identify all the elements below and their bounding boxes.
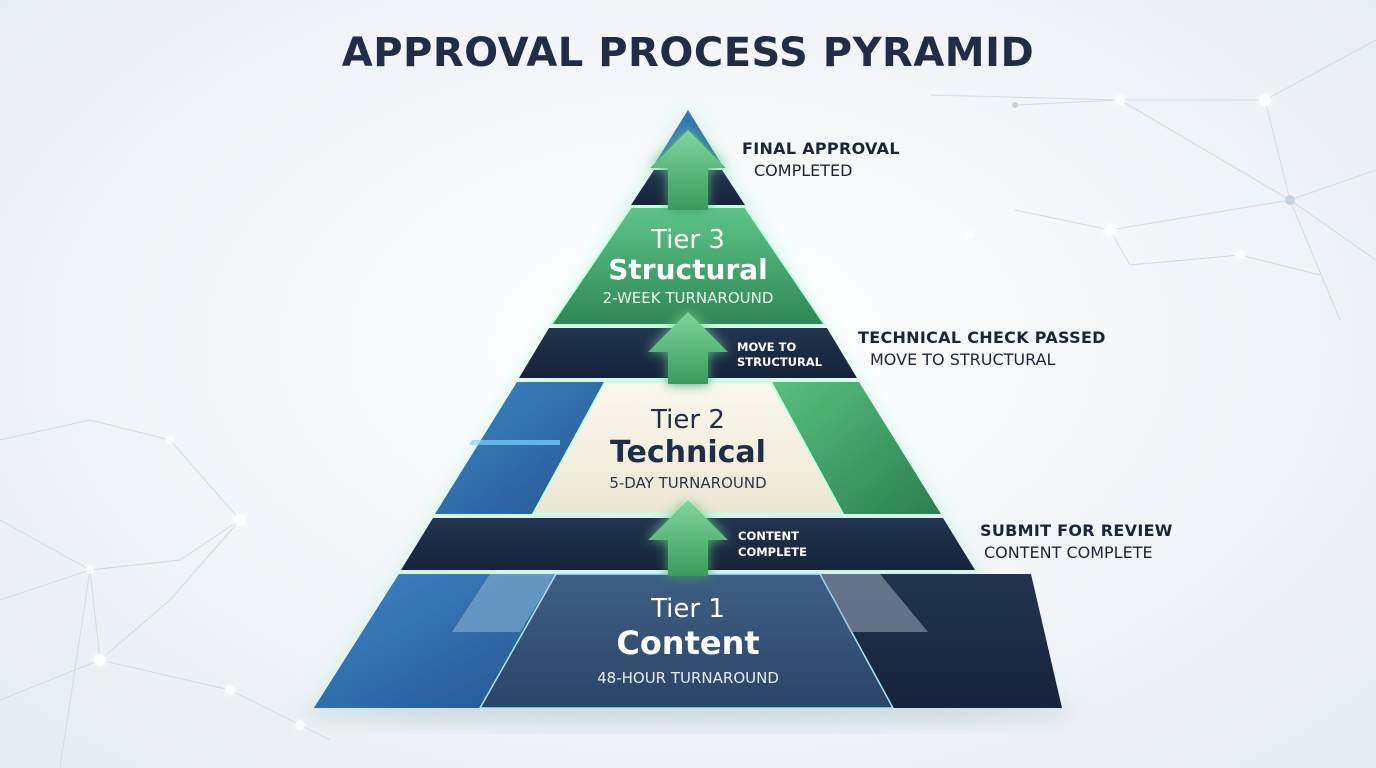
band-label-line: CONTENT <box>738 529 799 543</box>
tier-3-number: Tier 3 <box>650 225 725 255</box>
tier-1-name: Content <box>616 624 759 662</box>
side-label-technical-check: TECHNICAL CHECK PASSED MOVE TO STRUCTURA… <box>858 328 1106 369</box>
arrow-up-icon <box>650 130 726 210</box>
side-label-final-approval: FINAL APPROVAL COMPLETED <box>742 139 900 180</box>
tier-2-turnaround: 5-DAY TURNAROUND <box>609 474 766 492</box>
arrow-up-icon <box>648 500 728 576</box>
side-label-submit-review: SUBMIT FOR REVIEW CONTENT COMPLETE <box>980 521 1173 562</box>
tier-2-block <box>435 381 941 515</box>
arrow-up-icon <box>648 312 728 384</box>
tier-3-turnaround: 2-WEEK TURNAROUND <box>603 289 774 307</box>
band-label-line: COMPLETE <box>738 545 807 559</box>
side-label-sub: COMPLETED <box>754 161 853 180</box>
page-title: APPROVAL PROCESS PYRAMID <box>341 30 1035 76</box>
tier-1-block <box>314 573 1062 709</box>
side-label-sub: CONTENT COMPLETE <box>984 543 1153 562</box>
side-label-sub: MOVE TO STRUCTURAL <box>870 350 1056 369</box>
tier-2-number: Tier 2 <box>650 405 725 435</box>
band-label-line: STRUCTURAL <box>737 355 823 369</box>
tier-2-name: Technical <box>610 435 766 470</box>
side-label-heading: SUBMIT FOR REVIEW <box>980 521 1173 540</box>
side-label-heading: FINAL APPROVAL <box>742 139 900 158</box>
tier-1-turnaround: 48-HOUR TURNAROUND <box>597 669 779 687</box>
tier-1-number: Tier 1 <box>650 594 725 624</box>
band-label-line: MOVE TO <box>737 340 797 354</box>
side-label-heading: TECHNICAL CHECK PASSED <box>858 328 1106 347</box>
background-nodes <box>86 94 1295 730</box>
tier-3-name: Structural <box>608 253 768 286</box>
